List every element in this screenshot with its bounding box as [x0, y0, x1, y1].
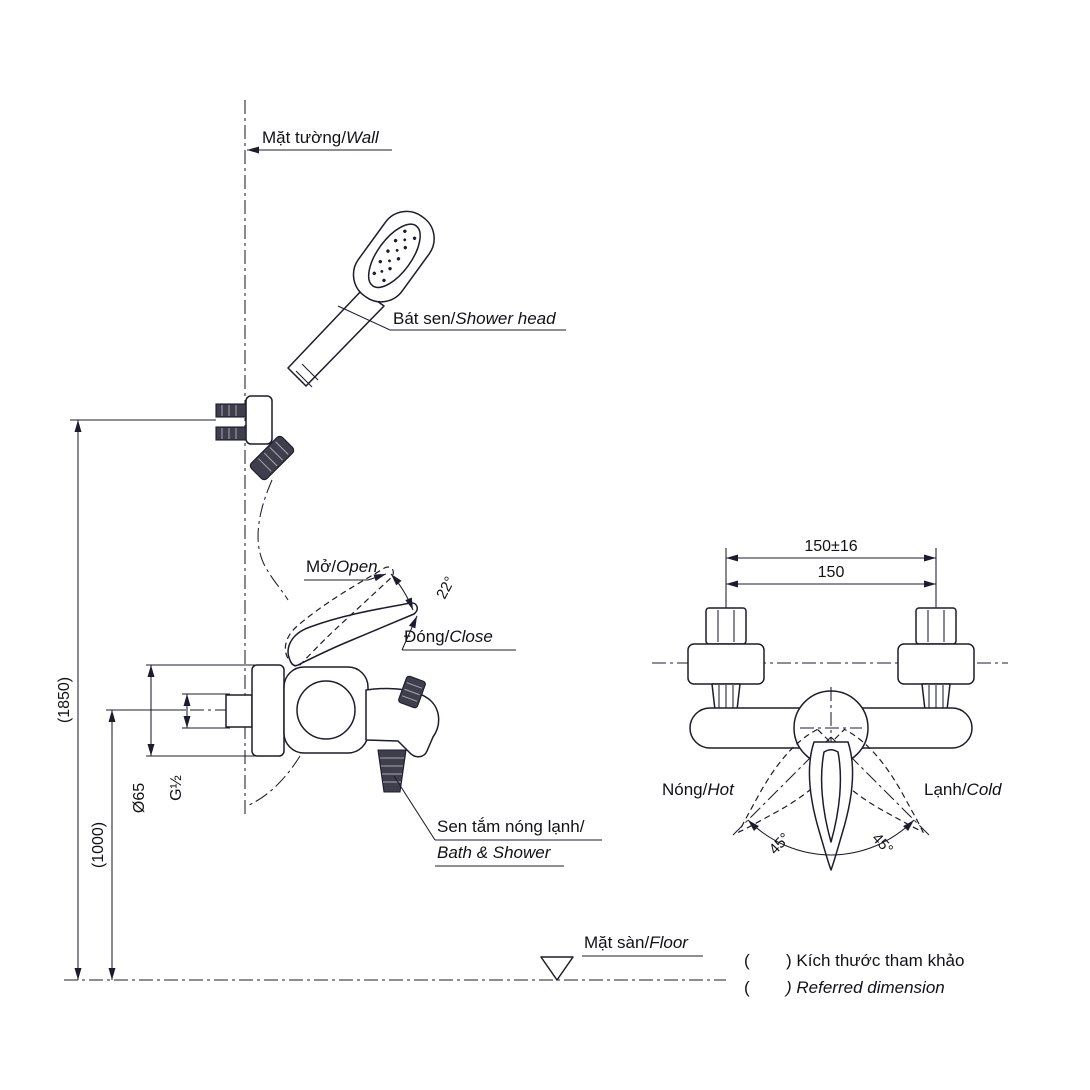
dimension-1000: (1000) — [90, 709, 184, 980]
hot-label: Nóng/Hot — [662, 780, 735, 799]
dimension-1850: (1850) — [56, 419, 216, 980]
handle-45-left-dashed — [819, 728, 925, 834]
bath-shower-label-vi: Sen tắm nóng lạnh/ — [437, 817, 585, 836]
wall-label: Mặt tường/Wall — [262, 128, 380, 147]
wall-bracket — [215, 395, 273, 445]
footnote-paren-2: ( — [744, 978, 750, 997]
footnotes: ( ) Kích thước tham khảo ( ) Referred di… — [744, 951, 964, 997]
lever-closed — [287, 602, 418, 667]
lever-open-dashed — [284, 566, 394, 667]
mixer-side-view — [225, 566, 440, 807]
svg-text:(1000): (1000) — [90, 822, 107, 868]
shower-hose — [257, 479, 289, 601]
left-45-arc — [747, 819, 832, 856]
bath-shower-label-group: Sen tắm nóng lạnh/ Bath & Shower — [393, 775, 602, 867]
dimension-center-tolerance: 150±16 — [726, 538, 936, 562]
wall-label-group: Mặt tường/Wall — [247, 128, 392, 154]
footnote-en: ) Referred dimension — [784, 978, 945, 997]
svg-text:150: 150 — [818, 564, 845, 581]
floor-symbol — [540, 956, 574, 981]
shower-outlet-connector — [398, 675, 426, 709]
hose-drop — [246, 755, 301, 807]
dimension-flange-diameter: Ø65 — [131, 664, 256, 813]
shower-head-label: Bát sen/Shower head — [393, 309, 556, 328]
footnote-vi: ) Kích thước tham khảo — [786, 951, 964, 970]
left-45-axis — [732, 736, 832, 836]
right-connector — [897, 607, 975, 711]
left-connector — [687, 607, 765, 711]
bath-shower-label-en: Bath & Shower — [437, 843, 552, 862]
cartridge-dome — [296, 680, 356, 740]
diverter-knob — [377, 749, 407, 793]
floor-label: Mặt sàn/Floor — [584, 933, 689, 952]
right-45-axis — [830, 736, 930, 836]
floor-group: Mặt sàn/Floor — [64, 933, 726, 981]
close-label: Đóng/Close — [404, 627, 493, 646]
svg-text:150±16: 150±16 — [804, 538, 857, 555]
spray-nozzle-dots — [372, 229, 417, 283]
wall-flange — [251, 664, 285, 757]
svg-text:G½: G½ — [168, 775, 185, 801]
footnote-paren-1: ( — [744, 951, 750, 970]
front-view: 150±16 150 — [652, 538, 1008, 871]
open-label-group: Mở/Open — [304, 557, 387, 582]
bracket-anchor-bottom — [215, 426, 247, 441]
shower-handle — [287, 289, 385, 388]
close-label-group: Đóng/Close — [401, 615, 516, 651]
open-label: Mở/Open — [306, 557, 378, 576]
right-45-label: 45° — [868, 830, 896, 858]
cold-label: Lạnh/Cold — [924, 780, 1002, 799]
right-45-arc — [830, 819, 915, 856]
handle-front — [808, 741, 854, 871]
shower-head — [352, 210, 435, 303]
open-angle-label: 22° — [433, 574, 459, 602]
dimension-thread: G½ — [168, 693, 230, 801]
open-angle-arc — [390, 573, 414, 611]
left-45-label: 45° — [766, 830, 794, 858]
inlet-shank — [225, 694, 253, 728]
shower-head-label-group: Bát sen/Shower head — [337, 305, 566, 331]
svg-text:(1850): (1850) — [56, 677, 73, 723]
bracket-anchor-top — [215, 403, 247, 418]
dimension-center-distance: 150 — [726, 564, 936, 588]
hose-nut — [249, 435, 295, 481]
svg-text:Ø65: Ø65 — [131, 783, 148, 813]
